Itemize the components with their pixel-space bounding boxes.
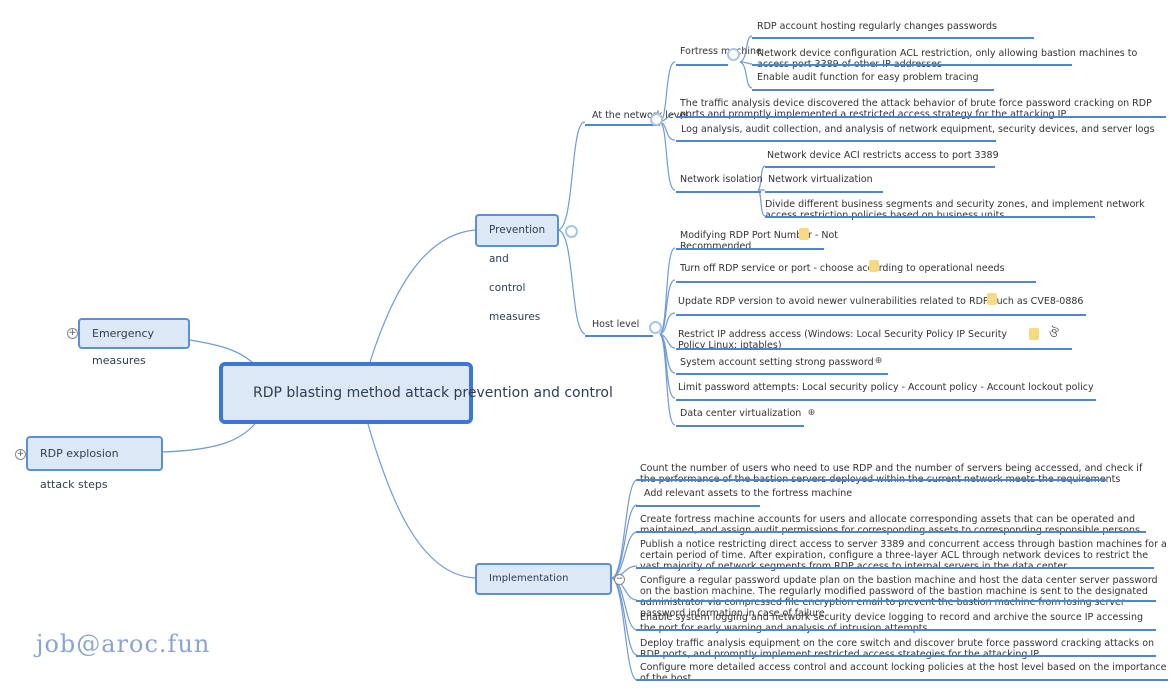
expand-datacenter-icon[interactable]: ⊕: [807, 408, 816, 418]
collapse-fortress-icon[interactable]: [727, 48, 740, 61]
host-item[interactable]: Limit password attempts: Local security …: [678, 382, 1094, 393]
implementation-item[interactable]: Configure a regular password update plan…: [640, 575, 1158, 619]
node-rdp-attack-steps[interactable]: RDP explosion attack steps: [26, 436, 163, 491]
node-implementation-steps[interactable]: Implementation steps and security reinfo…: [475, 563, 612, 595]
implementation-item[interactable]: Count the number of users who need to us…: [640, 463, 1143, 485]
node-fortress-machine[interactable]: Fortress machine: [680, 46, 762, 57]
node-network-level[interactable]: At the network level: [592, 110, 688, 121]
isolation-item[interactable]: Network virtualization: [768, 174, 873, 185]
implementation-item[interactable]: Deploy traffic analysis equipment on the…: [640, 638, 1155, 660]
note-icon[interactable]: [799, 228, 809, 240]
expand-emergency-icon[interactable]: +: [67, 328, 78, 339]
host-item[interactable]: System account setting strong password: [680, 357, 874, 368]
expand-password-icon[interactable]: ⊕: [874, 356, 883, 366]
note-icon[interactable]: [1029, 328, 1039, 340]
implementation-item[interactable]: Add relevant assets to the fortress mach…: [644, 488, 853, 499]
node-host-level[interactable]: Host level: [592, 319, 640, 330]
host-item[interactable]: Update RDP version to avoid newer vulner…: [678, 296, 1084, 307]
root-topic[interactable]: RDP blasting method attack prevention an…: [219, 362, 613, 424]
host-item[interactable]: Restrict IP address access (Windows: Loc…: [678, 329, 1008, 351]
host-item[interactable]: Data center virtualization: [680, 408, 802, 419]
marker-icon[interactable]: ঔ: [1049, 326, 1059, 340]
fortress-item[interactable]: RDP account hosting regularly changes pa…: [757, 21, 997, 32]
node-traffic-analysis[interactable]: The traffic analysis device discovered t…: [680, 98, 1152, 120]
host-item[interactable]: Modifying RDP Port Number - Not Recommen…: [680, 230, 838, 252]
isolation-item[interactable]: Network device ACI restricts access to p…: [767, 150, 999, 161]
fortress-item[interactable]: Enable audit function for easy problem t…: [757, 72, 979, 83]
node-network-isolation[interactable]: Network isolation: [680, 174, 763, 185]
watermark: job@aroc.fun: [36, 630, 211, 658]
collapse-network-icon[interactable]: [650, 113, 663, 126]
host-item[interactable]: Turn off RDP service or port - choose ac…: [680, 263, 1005, 274]
collapse-prevention-icon[interactable]: [565, 225, 578, 238]
fortress-item[interactable]: Network device configuration ACL restric…: [757, 48, 1138, 70]
implementation-item[interactable]: Create fortress machine accounts for use…: [640, 514, 1140, 536]
implementation-item[interactable]: Enable system logging and network securi…: [640, 612, 1143, 634]
collapse-host-icon[interactable]: [649, 321, 662, 334]
note-icon[interactable]: [869, 260, 879, 272]
expand-attack-steps-icon[interactable]: +: [15, 449, 26, 460]
isolation-item[interactable]: Divide different business segments and s…: [765, 199, 1145, 221]
node-log-analysis[interactable]: Log analysis, audit collection, and anal…: [681, 124, 1155, 135]
node-prevention-control[interactable]: Prevention and control measures: [475, 214, 559, 323]
collapse-implementation-icon[interactable]: −: [614, 574, 625, 585]
implementation-item[interactable]: Publish a notice restricting direct acce…: [640, 539, 1167, 572]
implementation-item[interactable]: Configure more detailed access control a…: [640, 662, 1167, 684]
note-icon[interactable]: [987, 293, 997, 305]
node-emergency-measures[interactable]: Emergency measures: [78, 318, 190, 367]
